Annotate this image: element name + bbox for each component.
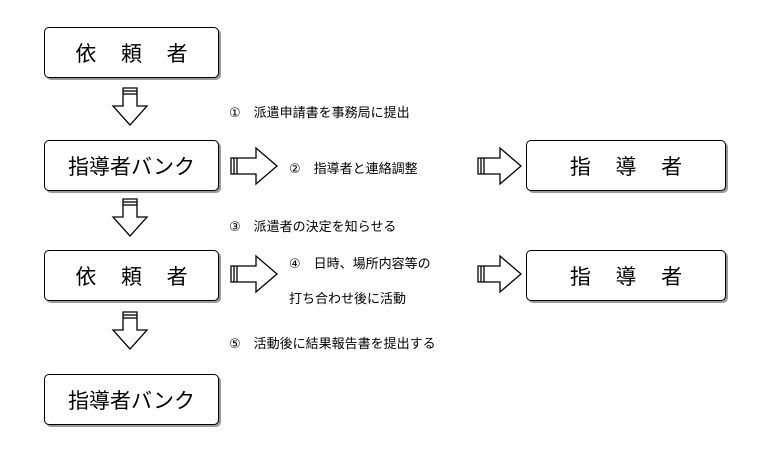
leader-bank-box-1-label: 指導者バンク [67, 154, 196, 179]
right-arrow-icon [477, 146, 522, 186]
step-1-label: ① 派遣申請書を事務局に提出 [229, 106, 410, 121]
right-arrow-icon [230, 254, 278, 294]
leader-bank-box-2: 指導者バンク [44, 374, 219, 425]
leader-box-2-label: 指 導 者 [569, 264, 692, 289]
leader-box-1-label: 指 導 者 [569, 154, 692, 179]
down-arrow-icon [111, 311, 149, 350]
requester-box-2: 依 頼 者 [44, 250, 219, 301]
step-5-label: ⑤ 活動後に結果報告書を提出する [229, 337, 436, 352]
leader-box-2: 指 導 者 [526, 250, 726, 301]
leader-box-1: 指 導 者 [526, 140, 726, 191]
down-arrow-icon [111, 198, 149, 237]
leader-bank-box-2-label: 指導者バンク [67, 388, 196, 413]
down-arrow-icon [111, 87, 149, 126]
leader-bank-box-1: 指導者バンク [44, 140, 219, 191]
step-2-label: ② 指導者と連絡調整 [289, 162, 418, 177]
step-4-label-line1: ④ 日時、場所内容等の [289, 257, 431, 272]
requester-box-2-label: 依 頼 者 [75, 264, 197, 289]
right-arrow-icon [477, 254, 522, 294]
right-arrow-icon [230, 146, 278, 186]
step-4-label-line2: 打ち合わせ後に活動 [289, 292, 407, 307]
requester-box-1-label: 依 頼 者 [75, 41, 197, 66]
requester-box-1: 依 頼 者 [44, 27, 219, 78]
step-3-label: ③ 派遣者の決定を知らせる [229, 220, 397, 235]
